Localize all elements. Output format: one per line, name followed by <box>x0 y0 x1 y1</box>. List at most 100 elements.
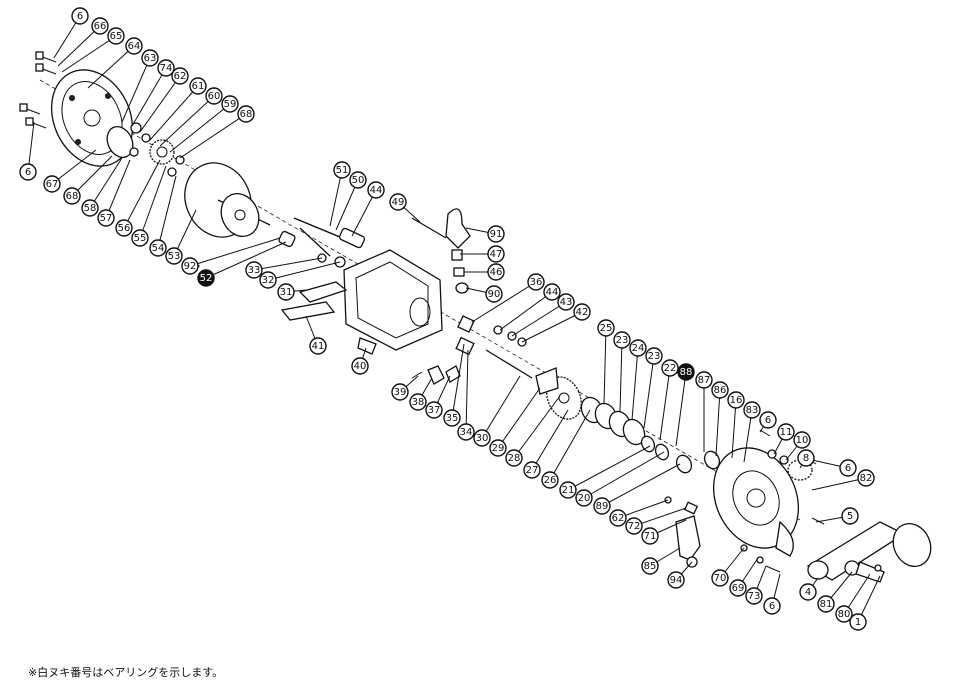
callout-circle <box>19 163 37 181</box>
part-callout-66: 66 <box>91 17 109 35</box>
leader-line <box>57 25 101 67</box>
callout-circle <box>763 597 781 615</box>
callout-circle <box>107 27 125 45</box>
main-gear <box>535 367 582 420</box>
callout-circle <box>793 431 811 449</box>
leader-line <box>567 445 651 491</box>
leader-line <box>253 257 323 271</box>
callout-number: 80 <box>838 609 851 620</box>
part-callout-68: 68 <box>63 187 81 205</box>
callout-circle <box>625 517 643 535</box>
callout-circle <box>745 587 763 605</box>
callout-circle <box>165 247 183 265</box>
part-callout-10: 10 <box>793 431 811 449</box>
callout-circle <box>839 459 857 477</box>
part-callout-31: 31 <box>277 283 295 301</box>
part-callout-21: 21 <box>559 481 577 499</box>
callout-number: 81 <box>820 599 833 610</box>
callout-circle <box>543 283 561 301</box>
leader-line <box>139 75 181 133</box>
leader-line <box>715 389 721 457</box>
callout-circle <box>593 497 611 515</box>
part-callout-92: 92 <box>181 257 199 275</box>
callout-circle <box>349 171 367 189</box>
callout-circle <box>489 439 507 457</box>
part-callout-33: 33 <box>245 261 263 279</box>
leader-line <box>465 349 469 433</box>
part-callout-25: 25 <box>597 319 615 337</box>
callout-number: 8 <box>803 453 809 464</box>
leader-line <box>743 409 753 463</box>
callout-circle <box>115 219 133 237</box>
leader-line <box>267 261 341 281</box>
leader-line <box>617 499 669 519</box>
callout-number: 30 <box>476 433 489 444</box>
callout-number: 94 <box>670 575 683 586</box>
part-callout-23: 23 <box>613 331 631 349</box>
leader-line <box>51 149 97 185</box>
callout-circle <box>131 229 149 247</box>
callout-circle <box>629 339 647 357</box>
bearing-footnote: ※白ヌキ番号はベアリングを示します。 <box>28 666 224 679</box>
leader-line <box>675 371 687 447</box>
callout-circle <box>777 423 795 441</box>
callout-number: 44 <box>546 287 559 298</box>
part-callout-37: 37 <box>425 401 443 419</box>
callout-number: 49 <box>392 197 405 208</box>
callout-number: 6 <box>845 463 851 474</box>
part-callout-38: 38 <box>409 393 427 411</box>
callout-number: 43 <box>560 297 573 308</box>
part-callout-46: 46 <box>487 263 505 281</box>
callout-circle <box>197 269 215 287</box>
callout-number: 6 <box>77 11 83 22</box>
callout-circle <box>743 401 761 419</box>
callout-circle <box>189 77 207 95</box>
callout-circle <box>677 363 695 381</box>
callout-circle <box>309 337 327 355</box>
part-callout-70: 70 <box>711 569 729 587</box>
part-callout-50: 50 <box>349 171 367 189</box>
part-callout-94: 94 <box>667 571 685 589</box>
callout-circle <box>333 161 351 179</box>
callout-number: 74 <box>160 63 173 74</box>
callout-circle <box>97 209 115 227</box>
leader-line <box>633 507 687 527</box>
part-callout-60: 60 <box>205 87 223 105</box>
part-callout-26: 26 <box>541 471 559 489</box>
part-callout-62: 62 <box>609 509 627 527</box>
part-callout-30: 30 <box>473 429 491 447</box>
leader-line <box>731 399 737 459</box>
part-callout-34: 34 <box>457 423 475 441</box>
callout-circle <box>221 95 239 113</box>
callout-circle <box>457 423 475 441</box>
callout-circle <box>667 571 685 589</box>
callout-circle <box>857 469 875 487</box>
callout-number: 56 <box>118 223 131 234</box>
callout-number: 6 <box>769 601 775 612</box>
clutch-plates <box>280 281 348 321</box>
part-callout-41: 41 <box>309 337 327 355</box>
leader-line <box>179 113 247 159</box>
callout-circle <box>237 105 255 123</box>
part-callout-54: 54 <box>149 239 167 257</box>
leader-line <box>329 169 343 227</box>
callout-number: 55 <box>134 233 147 244</box>
callout-number: 34 <box>460 427 473 438</box>
part-callout-88: 88 <box>677 363 695 381</box>
leader-line <box>451 343 465 419</box>
part-callout-63: 63 <box>141 49 159 67</box>
callout-number: 58 <box>84 203 97 214</box>
leader-line <box>105 159 131 219</box>
callout-number: 23 <box>648 351 661 362</box>
leader-line <box>619 339 623 413</box>
pinion-shaft <box>455 315 533 379</box>
leader-line <box>131 67 167 127</box>
part-callout-6: 6 <box>839 459 857 477</box>
drag-washers <box>580 396 721 474</box>
part-callout-40: 40 <box>351 357 369 375</box>
callout-number: 92 <box>184 261 197 272</box>
callout-number: 24 <box>632 343 645 354</box>
handle <box>806 521 932 583</box>
callout-number: 90 <box>488 289 501 300</box>
